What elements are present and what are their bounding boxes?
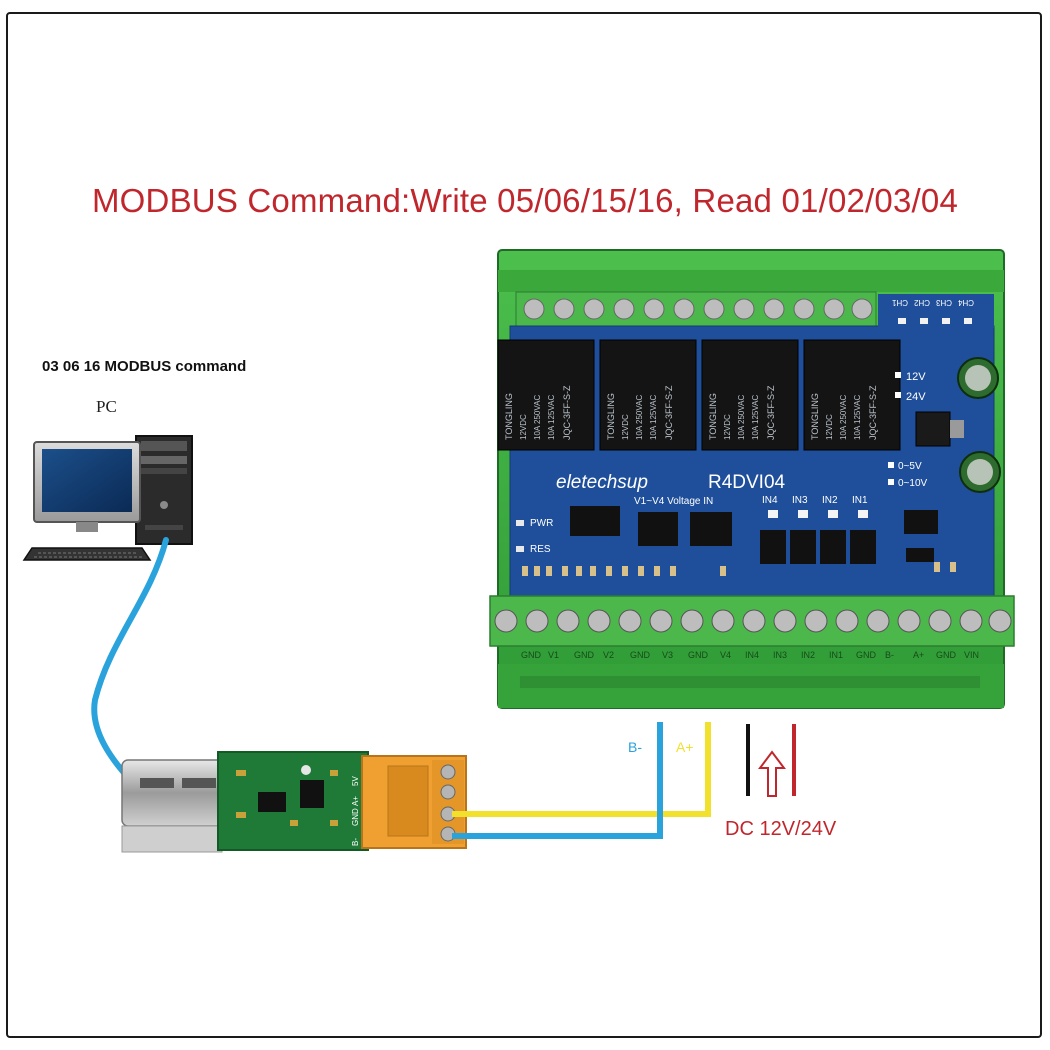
svg-text:TONGLING: TONGLING <box>708 393 718 440</box>
svg-text:JQC-3FF-S-Z: JQC-3FF-S-Z <box>766 385 776 440</box>
svg-text:TONGLING: TONGLING <box>606 393 616 440</box>
relay-3: TONGLING 12VDC 10A 250VAC 10A 125VAC JQC… <box>701 339 799 451</box>
usb-cable <box>91 537 169 793</box>
range-option-5v: 0~5V <box>898 461 922 472</box>
input-led-in2: IN2 <box>822 495 838 506</box>
terminal-label: V4 <box>720 650 731 660</box>
adapter-pin-b: B- <box>351 838 360 846</box>
wire-a-plus-yellow <box>452 722 711 817</box>
relay-1: TONGLING 12VDC 10A 250VAC 10A 125VAC JQC… <box>497 339 595 451</box>
terminal-label: GND <box>521 650 542 660</box>
terminal-label: VIN <box>964 650 979 660</box>
terminal-label: V3 <box>662 650 673 660</box>
terminal-label: IN1 <box>829 650 843 660</box>
pc-label: PC <box>96 397 117 416</box>
led-label-ch1: CH1 <box>891 298 908 307</box>
bottom-terminal-labels: GND V1 GND V2 GND V3 GND V4 IN4 IN3 IN2 … <box>521 650 979 660</box>
range-option-10v: 0~10V <box>898 478 928 489</box>
svg-text:TONGLING: TONGLING <box>504 393 514 440</box>
wire-label-a: A+ <box>676 739 694 755</box>
status-res: RES <box>530 544 551 555</box>
board-model: R4DVI04 <box>708 472 786 493</box>
svg-text:JQC-3FF-S-Z: JQC-3FF-S-Z <box>664 385 674 440</box>
svg-text:12VDC: 12VDC <box>723 414 732 440</box>
bottom-terminal-screws <box>494 609 1012 633</box>
led-label-ch3: CH3 <box>935 298 952 307</box>
svg-text:10A 125VAC: 10A 125VAC <box>751 395 760 440</box>
led-label-ch4: CH4 <box>957 298 974 307</box>
terminal-label: V1 <box>548 650 559 660</box>
diagram-title: MODBUS Command:Write 05/06/15/16, Read 0… <box>91 182 959 219</box>
svg-text:10A 125VAC: 10A 125VAC <box>853 395 862 440</box>
terminal-label: IN3 <box>773 650 787 660</box>
board-brand: eletechsup <box>556 472 648 493</box>
terminal-label: GND <box>630 650 651 660</box>
terminal-label: A+ <box>913 650 924 660</box>
board-input-caption: V1~V4 Voltage IN <box>634 496 713 507</box>
adapter-pin-5v: 5V <box>351 776 360 786</box>
terminal-label: V2 <box>603 650 614 660</box>
svg-text:TONGLING: TONGLING <box>810 393 820 440</box>
adapter-pin-a: A+ <box>351 796 360 806</box>
usb-rs485-adapter: 5V A+ GND B- <box>121 751 467 853</box>
voltage-regulator <box>915 411 951 447</box>
terminal-label: IN2 <box>801 650 815 660</box>
svg-text:JQC-3FF-S-Z: JQC-3FF-S-Z <box>868 385 878 440</box>
top-terminal-screws <box>523 298 873 320</box>
terminal-label: IN4 <box>745 650 759 660</box>
power-option-24v: 24V <box>906 391 926 403</box>
svg-text:10A 125VAC: 10A 125VAC <box>649 395 658 440</box>
pc-computer-icon <box>22 435 193 561</box>
led-label-ch2: CH2 <box>913 298 930 307</box>
relay-2: TONGLING 12VDC 10A 250VAC 10A 125VAC JQC… <box>599 339 697 451</box>
adapter-pin-gnd: GND <box>351 808 360 826</box>
svg-text:12VDC: 12VDC <box>519 414 528 440</box>
relay-4: TONGLING 12VDC 10A 250VAC 10A 125VAC JQC… <box>803 339 901 451</box>
image-frame <box>6 12 1042 1038</box>
terminal-label: GND <box>688 650 709 660</box>
dc-arrow-icon <box>758 750 786 797</box>
relay-module-board: CH1 CH2 CH3 CH4 TONGLING 12VDC 10A 250VA… <box>489 249 1015 709</box>
input-led-in1: IN1 <box>852 495 868 506</box>
svg-text:12VDC: 12VDC <box>825 414 834 440</box>
wire-b-minus-blue <box>452 722 663 839</box>
pc-command-caption: 03 06 16 MODBUS command <box>42 358 247 375</box>
svg-text:10A 250VAC: 10A 250VAC <box>533 395 542 440</box>
svg-text:12VDC: 12VDC <box>621 414 630 440</box>
dc-supply-label: DC 12V/24V <box>725 818 837 840</box>
status-pwr: PWR <box>530 518 553 529</box>
terminal-label: GND <box>856 650 877 660</box>
terminal-label: GND <box>936 650 957 660</box>
svg-text:10A 250VAC: 10A 250VAC <box>839 395 848 440</box>
svg-text:10A 125VAC: 10A 125VAC <box>547 395 556 440</box>
input-led-in3: IN3 <box>792 495 808 506</box>
input-led-in4: IN4 <box>762 495 778 506</box>
svg-text:JQC-3FF-S-Z: JQC-3FF-S-Z <box>562 385 572 440</box>
adapter-pin-labels: 5V A+ GND B- <box>351 776 360 846</box>
wire-label-b: B- <box>628 739 642 755</box>
svg-text:10A 250VAC: 10A 250VAC <box>737 395 746 440</box>
svg-text:10A 250VAC: 10A 250VAC <box>635 395 644 440</box>
terminal-label: B- <box>885 650 894 660</box>
power-option-12v: 12V <box>906 371 926 383</box>
terminal-label: GND <box>574 650 595 660</box>
